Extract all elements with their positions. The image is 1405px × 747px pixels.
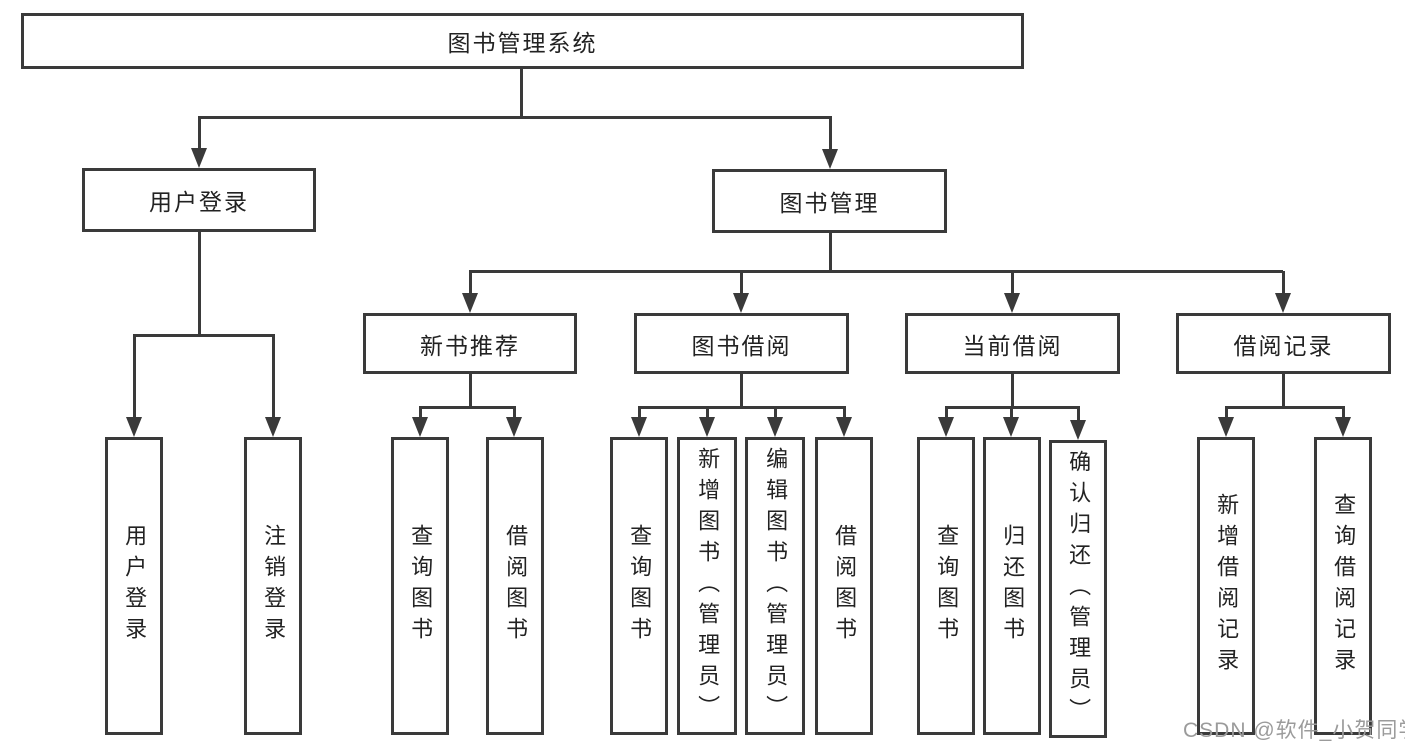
connector-stem-leaf-login <box>133 335 136 418</box>
connector-stem-current-query <box>945 407 948 418</box>
leaf-record-query-label: 查询借阅记录 <box>1331 493 1357 679</box>
connector-stem-leaf-logout <box>272 335 275 418</box>
arrow-leaf-login <box>126 417 142 437</box>
connector-stem-newbook-borrow <box>513 407 516 418</box>
leaf-current-return-label: 归还图书 <box>1000 524 1026 648</box>
csdn-watermark: CSDN @软件_小贺同学 <box>1183 719 1405 742</box>
leaf-borrow-add-label: 新增图书（管理员） <box>695 446 721 726</box>
node-book-mgmt-label: 图书管理 <box>779 190 880 216</box>
node-borrow-records: 借阅记录 <box>1176 313 1391 374</box>
arrow-newbook-query <box>412 417 428 437</box>
leaf-borrow-borrow-label: 借阅图书 <box>832 524 858 648</box>
node-borrow-records-label: 借阅记录 <box>1233 332 1334 359</box>
arrow-newbook-borrow <box>506 417 522 437</box>
arrow-current-confirm <box>1070 420 1086 440</box>
node-book-borrow-label: 图书借阅 <box>691 332 792 359</box>
arrow-borrow-borrow <box>836 417 852 437</box>
arrow-current-borrow <box>1004 293 1020 313</box>
connector-stem-borrow-records <box>1282 271 1285 294</box>
connector-stem-user-login <box>198 117 201 149</box>
leaf-logout: 注销登录 <box>244 437 302 735</box>
connector-stem-record-add <box>1225 407 1228 418</box>
node-current-borrow-label: 当前借阅 <box>962 332 1063 359</box>
leaf-current-confirm-label: 确认归还（管理员） <box>1066 449 1092 729</box>
node-user-login-label: 用户登录 <box>149 189 249 215</box>
arrow-current-return <box>1003 417 1019 437</box>
connector-stem-current-confirm <box>1077 407 1080 421</box>
connector-stem-newbook-query <box>419 407 422 418</box>
arrow-new-books <box>462 293 478 313</box>
arrow-borrow-query <box>631 417 647 437</box>
arrow-borrow-edit <box>767 417 783 437</box>
leaf-user-login-label: 用户登录 <box>122 524 148 648</box>
leaf-current-confirm: 确认归还（管理员） <box>1049 440 1107 738</box>
leaf-borrow-edit: 编辑图书（管理员） <box>745 437 805 735</box>
node-user-login: 用户登录 <box>82 168 316 232</box>
leaf-newbook-query: 查询图书 <box>391 437 449 735</box>
connector-new-books-hline <box>419 406 516 409</box>
leaf-record-add-label: 新增借阅记录 <box>1214 493 1240 679</box>
connector-user-login-hline <box>133 334 275 337</box>
connector-stem-borrow-borrow <box>843 407 846 418</box>
arrow-leaf-logout <box>265 417 281 437</box>
connector-borrow-records-hline <box>1225 406 1345 409</box>
leaf-newbook-borrow: 借阅图书 <box>486 437 544 735</box>
arrow-record-query <box>1335 417 1351 437</box>
leaf-newbook-borrow-label: 借阅图书 <box>503 524 529 648</box>
connector-stem-borrow-query <box>638 407 641 418</box>
connector-stem-current-borrow <box>1011 271 1014 294</box>
leaf-user-login: 用户登录 <box>105 437 163 735</box>
node-new-books-label: 新书推荐 <box>420 332 520 359</box>
node-root: 图书管理系统 <box>21 13 1024 69</box>
arrow-borrow-add <box>699 417 715 437</box>
connector-stem-borrow-edit <box>774 407 777 418</box>
connector-stem-record-query <box>1342 407 1345 418</box>
connector-new-books-drop <box>469 374 472 407</box>
leaf-borrow-edit-label: 编辑图书（管理员） <box>763 446 789 726</box>
leaf-current-query-label: 查询图书 <box>934 524 960 648</box>
leaf-borrow-add: 新增图书（管理员） <box>677 437 737 735</box>
leaf-borrow-query-label: 查询图书 <box>627 524 653 648</box>
connector-user-login-drop <box>198 232 201 336</box>
connector-book-borrow-drop <box>740 374 743 407</box>
arrow-book-borrow <box>733 293 749 313</box>
connector-level2-hline <box>198 116 832 119</box>
leaf-logout-label: 注销登录 <box>261 524 287 648</box>
arrow-book-mgmt <box>822 149 838 169</box>
node-book-mgmt: 图书管理 <box>712 169 947 233</box>
arrow-borrow-records <box>1275 293 1291 313</box>
leaf-newbook-query-label: 查询图书 <box>408 524 434 648</box>
node-book-borrow: 图书借阅 <box>634 313 849 374</box>
leaf-borrow-query: 查询图书 <box>610 437 668 735</box>
node-current-borrow: 当前借阅 <box>905 313 1120 374</box>
connector-stem-current-return <box>1010 407 1013 418</box>
connector-root-drop <box>520 69 523 118</box>
arrow-user-login <box>191 148 207 168</box>
connector-stem-book-mgmt <box>829 117 832 150</box>
leaf-borrow-borrow: 借阅图书 <box>815 437 873 735</box>
connector-book-mgmt-drop <box>829 233 832 272</box>
connector-level3-hline <box>469 270 1283 273</box>
connector-stem-new-books <box>469 271 472 294</box>
leaf-current-return: 归还图书 <box>983 437 1041 735</box>
connector-borrow-records-drop <box>1282 374 1285 407</box>
arrow-record-add <box>1218 417 1234 437</box>
node-root-label: 图书管理系统 <box>447 30 598 56</box>
connector-stem-book-borrow <box>740 271 743 294</box>
leaf-record-add: 新增借阅记录 <box>1197 437 1255 735</box>
arrow-current-query <box>938 417 954 437</box>
connector-stem-borrow-add <box>706 407 709 418</box>
connector-book-borrow-hline <box>638 406 846 409</box>
leaf-record-query: 查询借阅记录 <box>1314 437 1372 735</box>
node-new-books: 新书推荐 <box>363 313 577 374</box>
connector-current-borrow-drop <box>1011 374 1014 407</box>
leaf-current-query: 查询图书 <box>917 437 975 735</box>
